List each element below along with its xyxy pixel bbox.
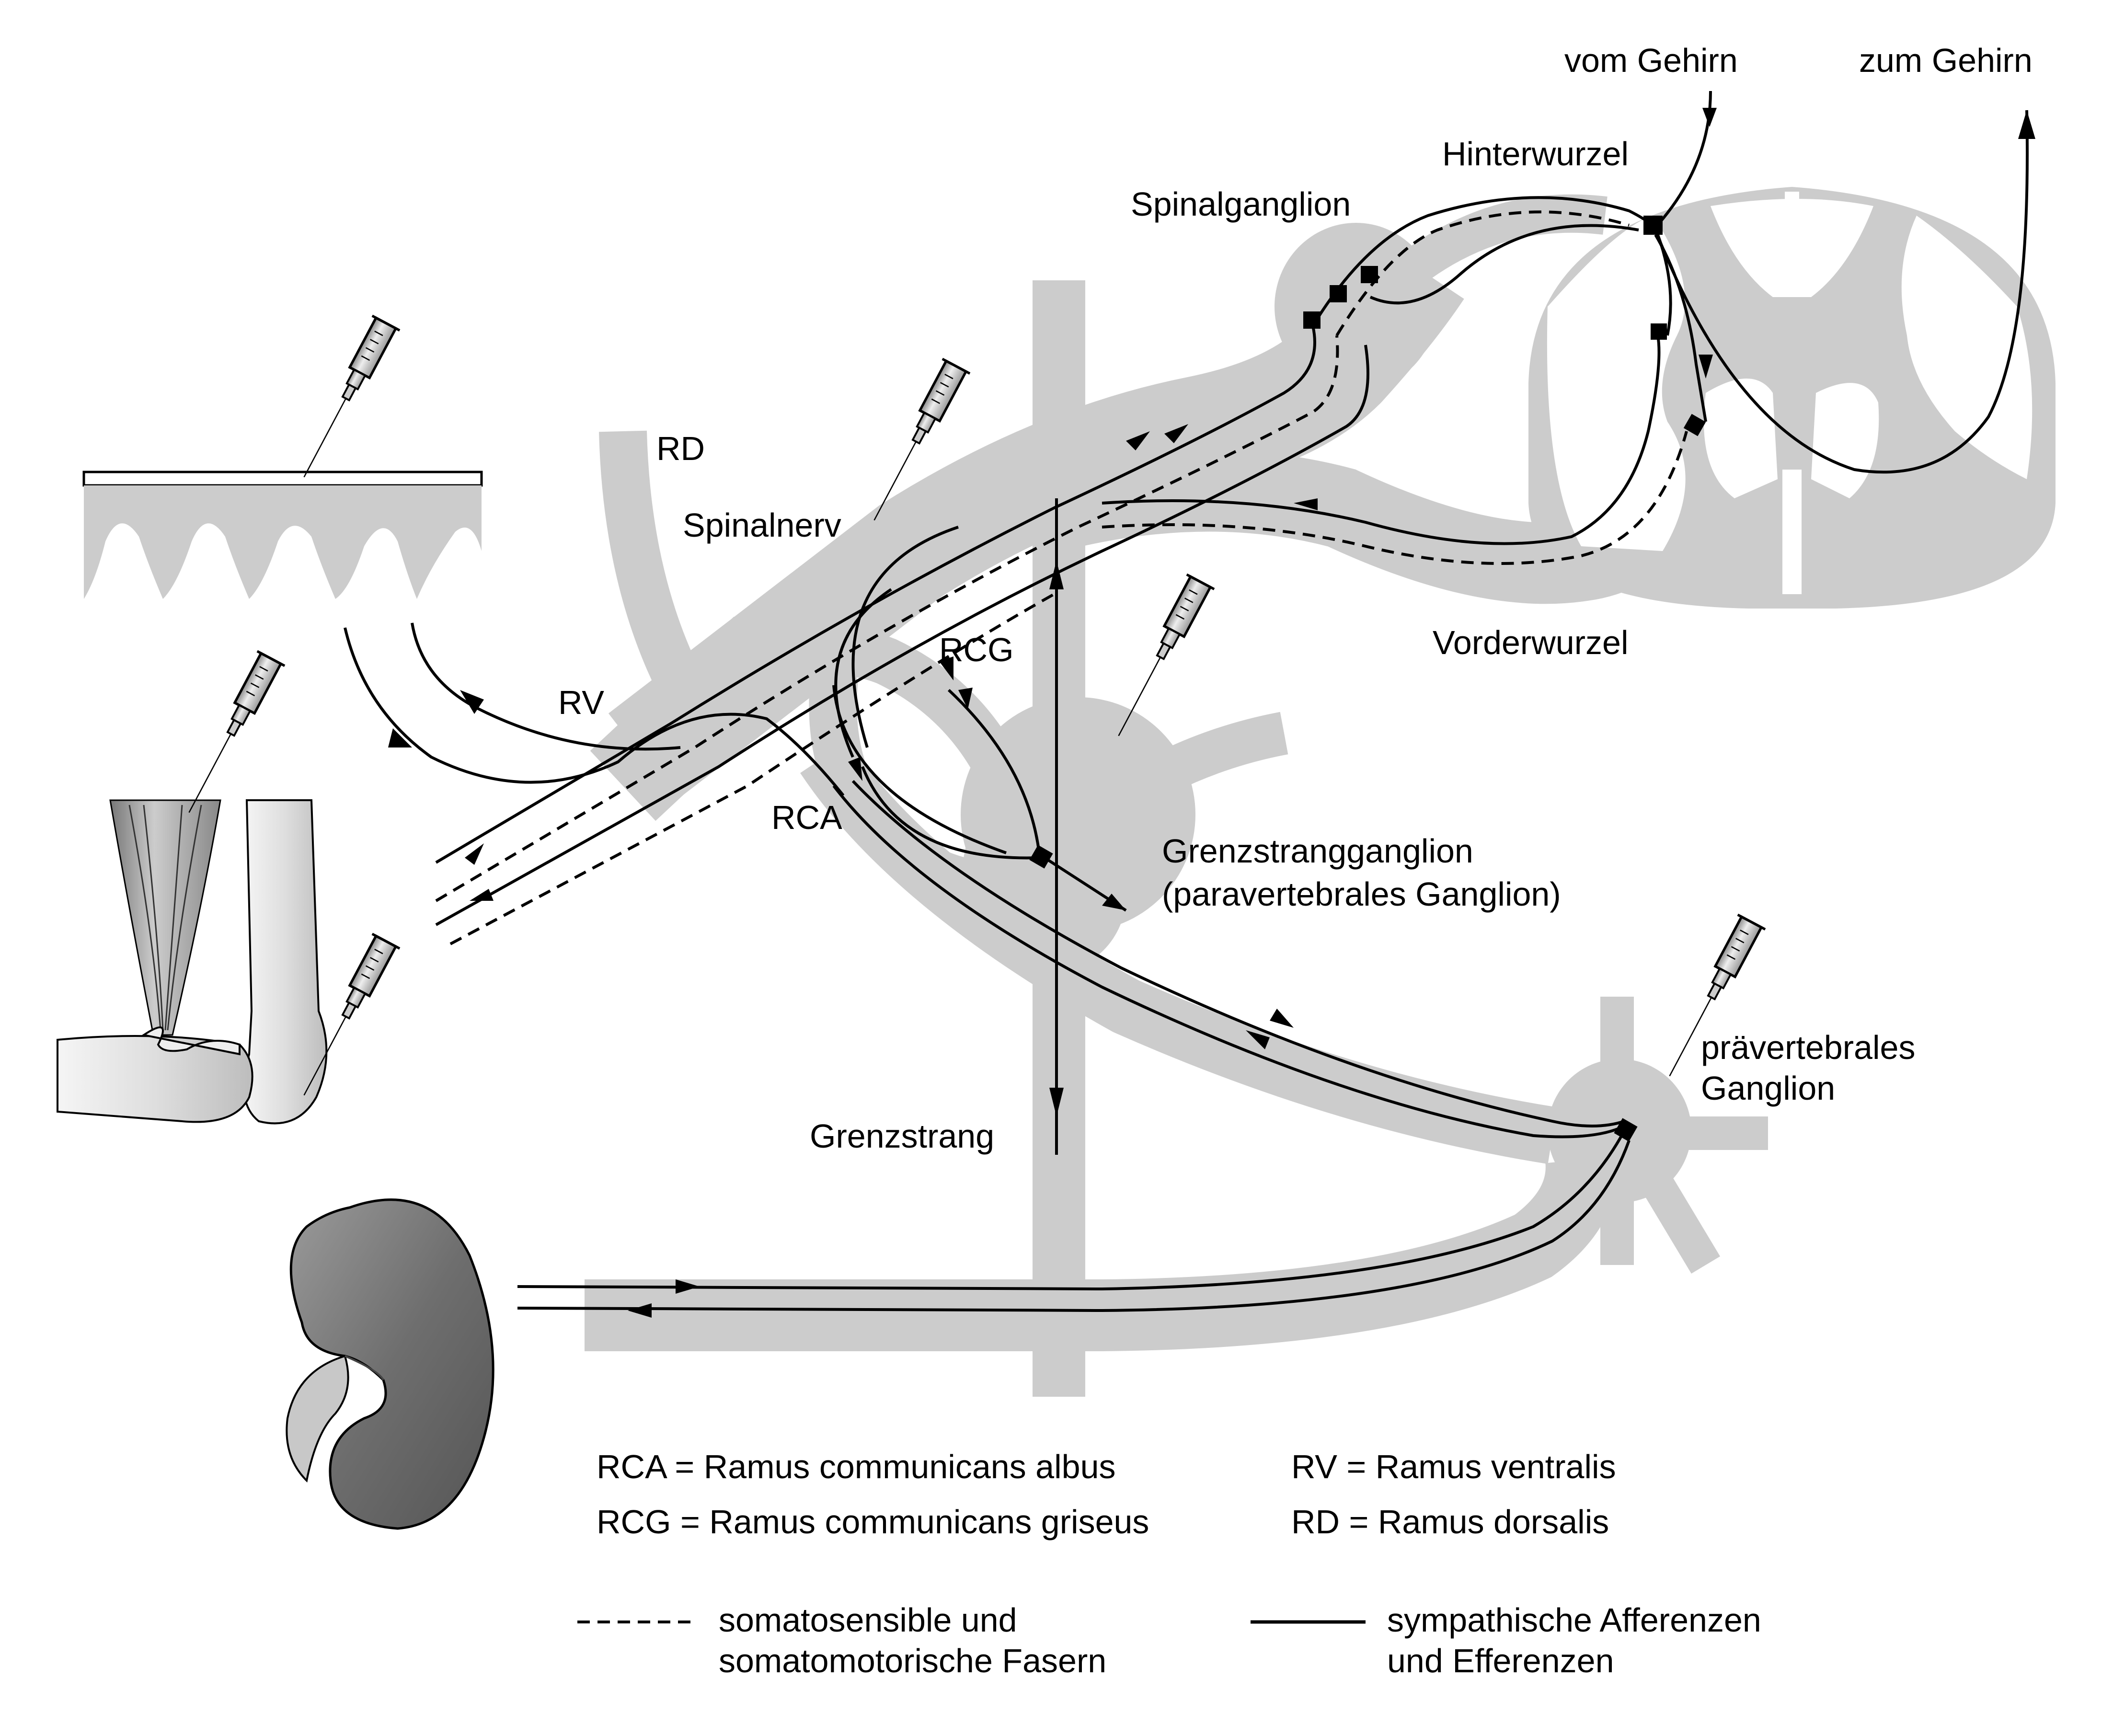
fiber-dashed-2 xyxy=(449,593,1055,945)
fiber-rv-afferent xyxy=(344,627,845,796)
arrow-right-icon xyxy=(676,1279,700,1294)
fiber-solid-1 xyxy=(435,325,1316,864)
label-praevertebrales-ganglion: Ganglion xyxy=(1701,1069,1835,1107)
fiber-renal-1 xyxy=(517,1130,1626,1291)
fiber-zum-gehirn xyxy=(1654,110,2029,474)
arrow-down-icon xyxy=(1699,355,1713,379)
arrow-icon xyxy=(1246,1030,1270,1049)
label-rcg: RCG xyxy=(939,631,1014,668)
label-grenzstrang: Grenzstrang xyxy=(810,1117,994,1155)
ganglion-branch xyxy=(1129,712,1288,805)
syringe-icon xyxy=(290,316,400,484)
fiber-ventral-solid xyxy=(1102,335,1661,545)
fiber-solid-2 xyxy=(435,345,1369,926)
abbr-rv: RV = Ramus ventralis xyxy=(1291,1448,1616,1485)
arrow-icon xyxy=(465,843,484,865)
fiber-rcg-1 xyxy=(851,526,959,748)
label-rd: RD xyxy=(656,430,705,467)
fiber-dorsal-1 xyxy=(1311,196,1659,327)
synapses xyxy=(1029,216,1706,1142)
fiber-dorsal-2 xyxy=(1335,210,1630,336)
label-zum-gehirn: zum Gehirn xyxy=(1859,42,2033,79)
label-vorderwurzel: Vorderwurzel xyxy=(1433,624,1629,661)
arrow-icon xyxy=(1164,424,1188,443)
arrow-icon xyxy=(388,728,412,747)
praevertebral-branch-diag xyxy=(1633,1160,1721,1274)
fiber-rv-efferent xyxy=(411,622,681,751)
synapse-icon xyxy=(1683,414,1706,437)
fiber-splanchnic-1 xyxy=(832,785,1625,1138)
abbr-rcg: RCG = Ramus communicans griseus xyxy=(597,1503,1149,1541)
fiber-renal-2 xyxy=(517,1139,1631,1312)
legend-dashed-line2: somatomotorische Fasern xyxy=(719,1642,1106,1679)
labels: vom Gehirn zum Gehirn Hinterwurzel Spina… xyxy=(558,42,2033,1155)
synapse-icon xyxy=(1651,323,1667,340)
legend: somatosensible und somatomotorische Fase… xyxy=(577,1601,1761,1679)
fiber-cord-branch xyxy=(1656,234,1672,336)
label-paravertebrales-ganglion: (paravertebrales Ganglion) xyxy=(1162,875,1561,913)
arrow-icon xyxy=(1294,498,1318,510)
skin-illustration xyxy=(82,471,483,599)
fiber-ventral-dashed xyxy=(1102,431,1688,565)
arrow-left-icon xyxy=(628,1303,652,1318)
label-rca: RCA xyxy=(771,799,842,836)
abbr-rca: RCA = Ramus communicans albus xyxy=(597,1448,1116,1485)
label-vom-gehirn: vom Gehirn xyxy=(1564,42,1738,79)
syringe-icon xyxy=(175,651,285,820)
arrow-up-icon xyxy=(1049,561,1064,589)
arrow-icon xyxy=(1270,1009,1294,1028)
label-spinalnerv: Spinalnerv xyxy=(683,506,841,544)
legend-solid-line2: und Efferenzen xyxy=(1387,1642,1614,1679)
label-praevertebrales: prävertebrales xyxy=(1701,1029,1915,1066)
arrow-down-icon xyxy=(1702,108,1717,127)
legend-dashed-line1: somatosensible und xyxy=(719,1601,1017,1639)
legend-solid-line1: sympathische Afferenzen xyxy=(1387,1601,1761,1639)
arrow-down-icon xyxy=(1049,1088,1064,1116)
arrow-icon xyxy=(958,688,973,709)
arrow-icon xyxy=(1126,431,1150,450)
synapse-icon xyxy=(1029,845,1053,869)
fiber-dashed-1 xyxy=(435,335,1339,902)
label-spinalganglion: Spinalganglion xyxy=(1131,185,1351,223)
kidney-illustration xyxy=(286,1198,494,1530)
label-rv: RV xyxy=(558,684,604,721)
muscle-bone-illustration xyxy=(57,799,328,1125)
label-grenzstrangganglion: Grenzstrangganglion xyxy=(1162,832,1473,870)
arrow-icon xyxy=(939,656,953,680)
synapse-icon xyxy=(1303,311,1321,329)
fiber-rca-1 xyxy=(832,685,1007,854)
fiber-dorsal-3 xyxy=(1369,224,1639,305)
synapse-icon xyxy=(1643,216,1663,235)
label-hinterwurzel: Hinterwurzel xyxy=(1442,135,1629,172)
synapse-icon xyxy=(1361,266,1378,283)
arrow-icon xyxy=(1102,894,1126,910)
arrow-icon xyxy=(460,690,484,714)
abbr-rd: RD = Ramus dorsalis xyxy=(1291,1503,1609,1541)
synapse-icon xyxy=(1330,285,1347,302)
fiber-splanchnic-2 xyxy=(851,780,1625,1127)
arrow-icon xyxy=(848,757,862,781)
arrow-icon xyxy=(470,889,494,901)
fiber-rcg-2 xyxy=(834,588,892,758)
synapse-icon xyxy=(1614,1118,1638,1142)
nerve-fibers xyxy=(344,91,2035,1318)
arrow-up-icon xyxy=(2018,110,2035,139)
anatomical-structures xyxy=(585,187,2056,1397)
abbreviation-key: RCA = Ramus communicans albus RCG = Ramu… xyxy=(597,1448,1616,1541)
spinal-cord xyxy=(1528,187,2056,609)
